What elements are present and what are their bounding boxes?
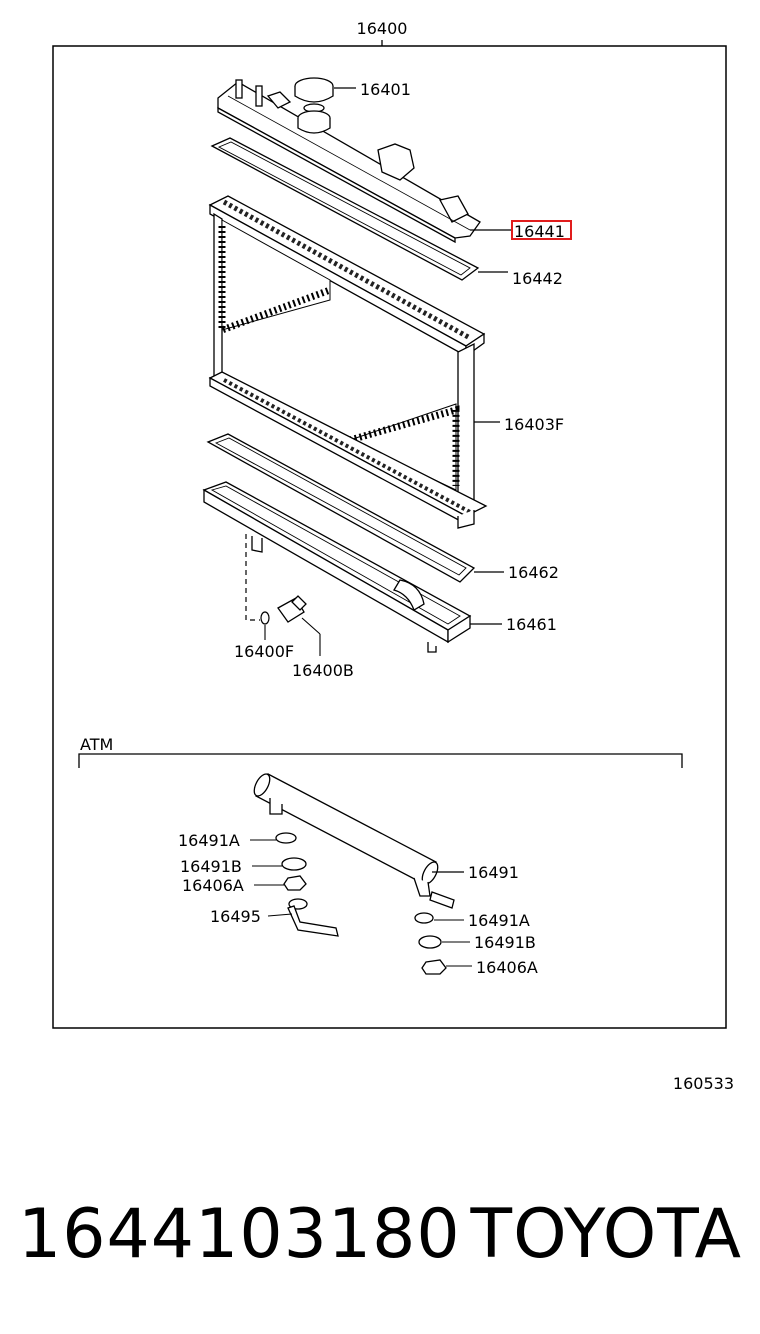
callout-right-16406A: 16406A bbox=[476, 958, 538, 977]
washer-icon bbox=[281, 857, 307, 871]
upper-tank-icon bbox=[217, 79, 481, 244]
part-number: 1644103180 bbox=[18, 1195, 461, 1274]
brand-name: TOYOTA bbox=[470, 1195, 742, 1274]
assembly-label: 16400 bbox=[357, 19, 408, 38]
callout-16400B: 16400B bbox=[292, 661, 354, 680]
drain-cock-icon bbox=[277, 595, 307, 623]
highlight-box bbox=[511, 220, 572, 240]
washer-icon bbox=[275, 832, 297, 844]
callout-16403F: 16403F bbox=[504, 415, 564, 434]
callout-16401: 16401 bbox=[360, 80, 411, 99]
washer-icon bbox=[414, 912, 434, 924]
callout-right-16491A: 16491A bbox=[468, 911, 530, 930]
callout-16462: 16462 bbox=[508, 563, 559, 582]
callout-16400F: 16400F bbox=[234, 642, 294, 661]
part-footer: 1644103180 TOYOTA bbox=[0, 1180, 760, 1290]
exploded-parts-diagram: 16400 16401 16441 16442 bbox=[52, 19, 734, 1093]
upper-gasket-icon bbox=[210, 137, 480, 281]
lower-tank-icon bbox=[202, 481, 472, 653]
drain-dashed-line bbox=[245, 534, 260, 621]
oil-cooler-pipe-icon bbox=[253, 773, 455, 909]
hex-nut-icon bbox=[421, 959, 447, 975]
callout-16442: 16442 bbox=[512, 269, 563, 288]
atm-section-title: ATM bbox=[80, 735, 113, 754]
diagram-frame bbox=[52, 45, 727, 1029]
callout-16441: 16441 bbox=[514, 222, 565, 241]
callout-left-16406A: 16406A bbox=[182, 876, 244, 895]
lower-gasket-icon bbox=[206, 433, 476, 583]
hex-nut-icon bbox=[283, 875, 307, 891]
washer-icon bbox=[418, 935, 442, 949]
elbow-pipe-icon bbox=[287, 898, 339, 937]
callout-16491: 16491 bbox=[468, 863, 519, 882]
atm-bracket bbox=[78, 753, 683, 768]
drain-oring-icon bbox=[260, 611, 270, 625]
radiator-core-icon bbox=[208, 195, 488, 529]
callout-16461: 16461 bbox=[506, 615, 557, 634]
callout-16495: 16495 bbox=[210, 907, 261, 926]
radiator-cap-icon bbox=[294, 77, 334, 113]
callout-left-16491A: 16491A bbox=[178, 831, 240, 850]
callout-right-16491B: 16491B bbox=[474, 933, 536, 952]
diagram-code: 160533 bbox=[673, 1074, 734, 1093]
callout-left-16491B: 16491B bbox=[180, 857, 242, 876]
